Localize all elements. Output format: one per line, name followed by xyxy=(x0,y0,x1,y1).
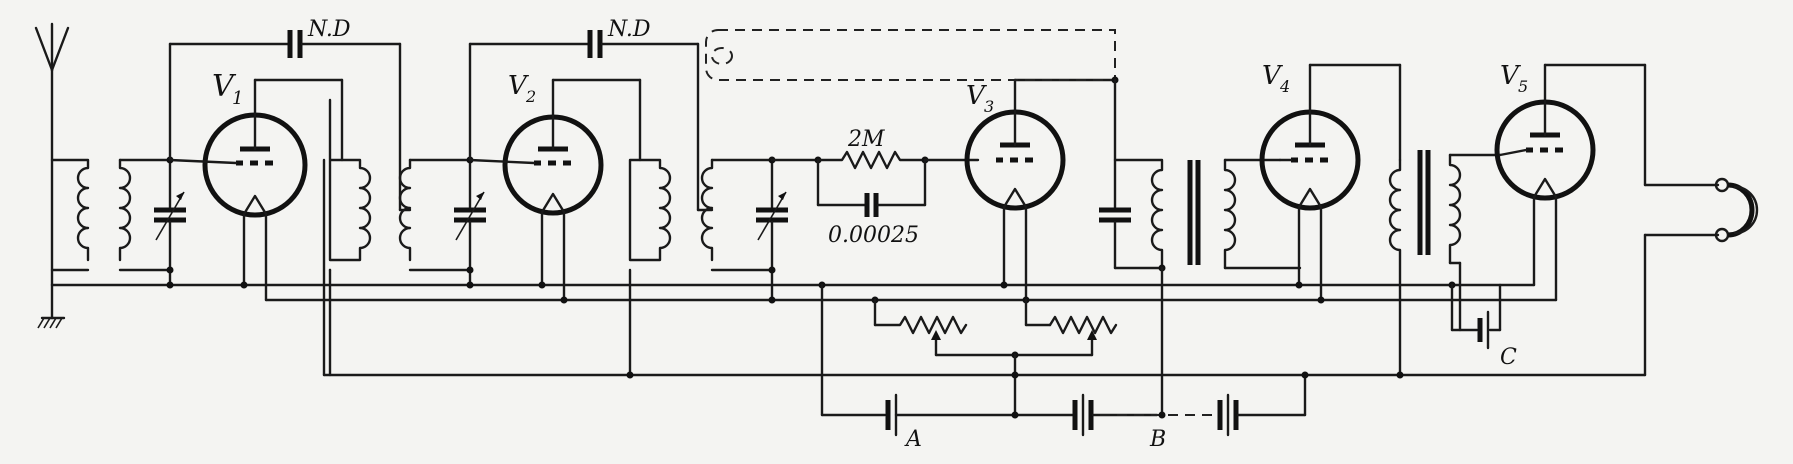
neutralizing-label-2: N.D xyxy=(607,17,651,42)
tickler-coil-dashed xyxy=(705,29,1116,81)
battery-a xyxy=(820,283,1077,437)
tube-label-v5: V xyxy=(1500,61,1521,91)
audio-transformer-2 xyxy=(1388,150,1502,377)
battery-c xyxy=(1450,283,1502,350)
input-transformer xyxy=(50,158,172,272)
rf-transformer-1 xyxy=(328,98,472,272)
neutralizing-capacitor-1 xyxy=(168,30,402,212)
tuning-capacitor-2 xyxy=(454,158,486,287)
tube-label-v1: V xyxy=(212,69,237,104)
tube-label-v5-sub: 5 xyxy=(1518,77,1528,96)
headphones-symbol xyxy=(1643,177,1759,377)
audio-transformer-1 xyxy=(1113,158,1302,270)
neutralizing-capacitor-2 xyxy=(468,30,700,212)
tube-label-v2-sub: 2 xyxy=(525,87,536,106)
tuning-capacitor-3 xyxy=(756,158,788,302)
tube-label-v3-sub: 3 xyxy=(984,97,994,116)
vacuum-tube-v5 xyxy=(1494,63,1647,302)
battery-b-label: B xyxy=(1149,427,1166,452)
tube-label-v3: V xyxy=(966,81,987,111)
battery-a-label: A xyxy=(904,427,922,452)
vacuum-tube-v2 xyxy=(468,78,642,302)
plate-bus xyxy=(322,158,1647,377)
vacuum-tube-v4 xyxy=(1259,63,1402,302)
tube-label-v4-sub: 4 xyxy=(1279,77,1290,96)
rheostat-2 xyxy=(1024,298,1118,357)
tube-label-v2: V xyxy=(508,71,529,101)
battery-b xyxy=(1072,373,1307,437)
tube-label-v4: V xyxy=(1262,61,1283,91)
neutralizing-label-1: N.D xyxy=(307,17,351,42)
rf-transformer-2 xyxy=(628,158,774,272)
vacuum-tube-v1 xyxy=(168,78,344,302)
grid-leak-network xyxy=(770,150,980,217)
antenna-symbol xyxy=(34,22,70,287)
ground-symbol xyxy=(37,283,66,329)
rheostat-1 xyxy=(873,298,968,357)
tube-label-v1-sub: 1 xyxy=(232,88,243,109)
battery-c-label: C xyxy=(1500,345,1517,370)
bypass-capacitor xyxy=(1099,78,1164,270)
capacitor-value-label: 0.00025 xyxy=(828,223,919,248)
resistor-label: 2M xyxy=(847,127,885,152)
tuning-capacitor-1 xyxy=(154,158,186,287)
